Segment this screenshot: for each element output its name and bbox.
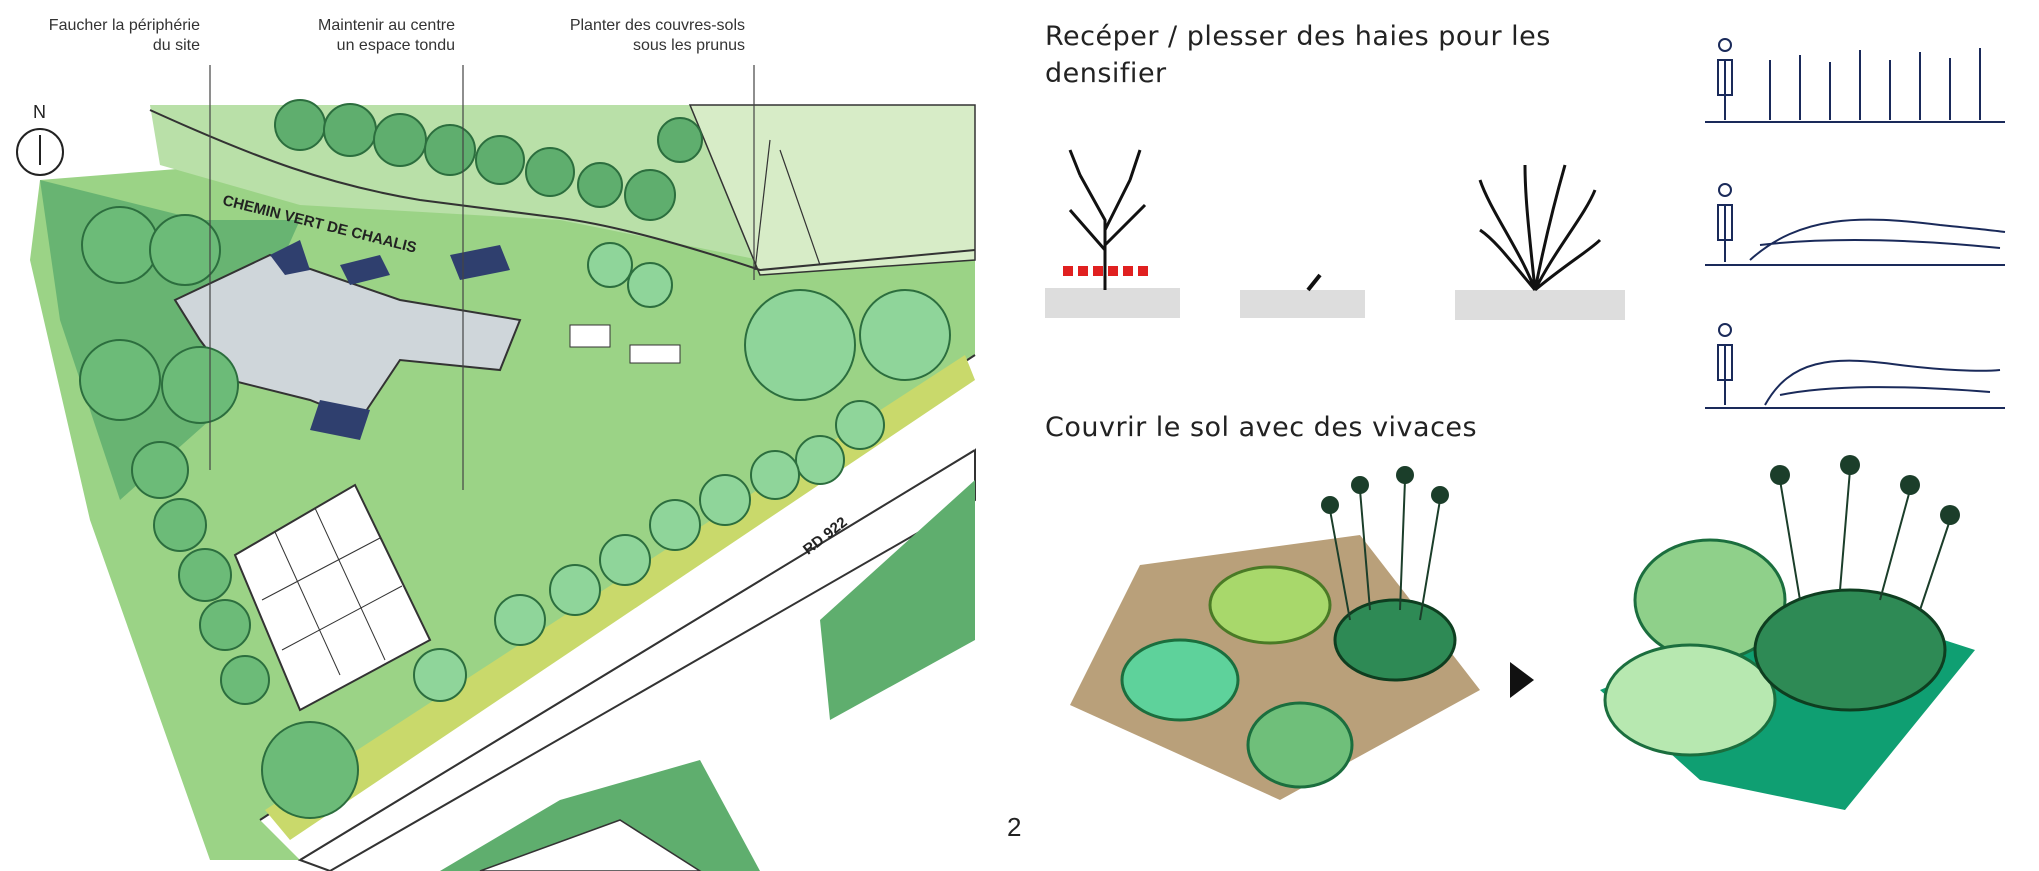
stump	[1306, 273, 1322, 292]
ground-3	[1455, 290, 1625, 320]
site-plan-drawing	[16, 65, 976, 871]
shrub-after	[1478, 164, 1602, 292]
ground-2	[1240, 290, 1365, 318]
ground-cover-bed	[1600, 600, 1975, 810]
section1-title: Recéper / plesser des haies pour les den…	[1045, 21, 1551, 89]
tree-row-west	[79, 206, 359, 819]
hedge-profiles	[1705, 48, 2006, 409]
soil-bed	[1070, 535, 1480, 800]
north-field	[688, 104, 976, 276]
south-woods	[820, 480, 975, 720]
perennial-groups	[1120, 466, 1457, 789]
tree-row-north	[274, 99, 703, 221]
annotation-2: Maintenir au centre un espace tondu	[318, 17, 455, 54]
tree-row-east	[413, 242, 951, 702]
ground-1	[1045, 288, 1180, 318]
person-scale-figures	[1717, 38, 1733, 405]
arrow-icon	[1510, 662, 1534, 698]
dark-hedges	[270, 240, 510, 440]
annotation-1: Faucher la périphérie du site	[48, 17, 200, 54]
page-number: 2	[1007, 812, 1022, 842]
section2-title: Couvrir le sol avec des vivaces	[1045, 412, 1478, 443]
compass-label: N	[33, 102, 46, 122]
shrub-before	[1068, 149, 1147, 290]
chemin-road	[149, 109, 976, 272]
mature-perennials	[1603, 455, 1960, 757]
red-cut-marker	[1063, 266, 1148, 276]
annotation-3: Planter des couvres-sols sous les prunus	[569, 17, 745, 54]
